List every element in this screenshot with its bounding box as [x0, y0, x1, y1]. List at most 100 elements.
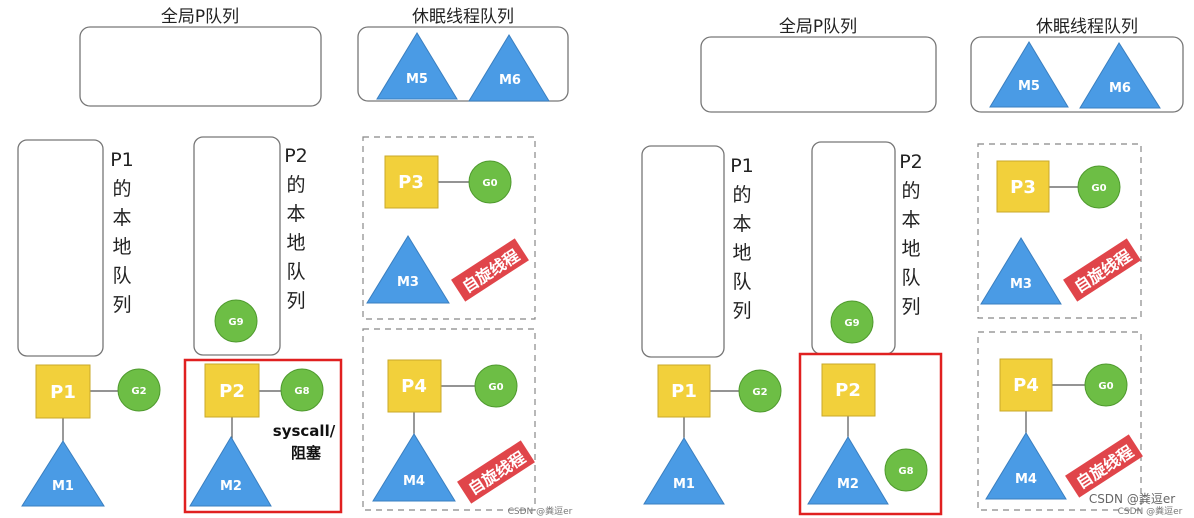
queue-label-char: 的 [901, 180, 920, 202]
queue-label-char: 列 [286, 290, 305, 312]
right-p1-g-label: G2 [752, 387, 767, 398]
right-m1-label: M1 [673, 477, 695, 492]
right-p2-queue-label: P2 的 本 地 队 列 [899, 151, 923, 318]
left-p3-group [362, 136, 536, 320]
right-m5-triangle [989, 41, 1069, 108]
left-global-queue-title: 全局P队列 [161, 7, 239, 27]
left-p2-box [204, 363, 260, 418]
right-p3-g-label: G0 [1091, 183, 1106, 194]
queue-label-char: P1 [730, 155, 754, 177]
right-watermark-large: CSDN @粪逗er [1089, 492, 1175, 506]
right-p3-spin-badge: 自旋线程 [1063, 238, 1141, 302]
right-m1-triangle [643, 437, 725, 505]
left-p2-queue-g-circle [214, 299, 258, 343]
left-p3-box [384, 155, 439, 209]
left-m5-triangle [376, 32, 458, 100]
right-p2-g-label: G8 [898, 466, 913, 477]
right-p4-label: P4 [1013, 375, 1039, 396]
right-p1-queue-label: P1 的 本 地 队 列 [730, 155, 754, 322]
queue-label-char: 本 [901, 209, 920, 231]
left-m5-label: M5 [406, 72, 428, 87]
queue-label-char: 地 [112, 236, 131, 258]
left-p2-highlight [183, 358, 343, 514]
right-m2-label: M2 [837, 477, 859, 492]
right-p4-spin-badge: 自旋线程 [1065, 434, 1143, 498]
queue-label-char: 队 [112, 265, 131, 287]
right-p3-box [996, 160, 1050, 213]
left-m3-label: M3 [397, 275, 419, 290]
right-p2-g-circle [884, 448, 928, 492]
left-p3-g-label: G0 [482, 178, 497, 189]
left-p4-spin-badge: 自旋线程 [457, 440, 535, 504]
left-p4-label: P4 [401, 376, 427, 397]
right-p2-queue-g-circle [830, 300, 874, 344]
right-m4-triangle [985, 432, 1067, 500]
right-p3-label: P3 [1010, 177, 1036, 198]
left-p3-g-circle [468, 160, 512, 204]
left-p2-g-label: G8 [294, 386, 309, 397]
right-panel: 全局P队列 休眠线程队列 M5 M6 P1 的 本 地 队 列 P1 G2 M1… [641, 17, 1184, 517]
queue-label-char: P1 [110, 149, 134, 171]
right-m4-label: M4 [1015, 472, 1037, 487]
left-global-queue [79, 26, 322, 107]
left-panel: 全局P队列 休眠线程队列 M5 M6 P1 的 本 地 队 列 P1 G2 M1 [17, 7, 573, 517]
right-watermark-small: CSDN @粪逗er [1118, 505, 1183, 517]
left-p1-queue-label: P1 的 本 地 队 列 [110, 149, 134, 316]
right-m6-label: M6 [1109, 81, 1131, 96]
left-p1-box [35, 364, 91, 419]
left-m1-label: M1 [52, 479, 74, 494]
left-p4-g-label: G0 [488, 382, 503, 393]
queue-label-char: 本 [732, 213, 751, 235]
queue-label-char: 列 [112, 294, 131, 316]
right-p4-g-circle [1084, 363, 1128, 407]
left-p2-note-line2: 阻塞 [291, 444, 322, 462]
right-m2-triangle [807, 436, 889, 505]
queue-label-char: 本 [286, 203, 305, 225]
queue-label-char: 列 [732, 300, 751, 322]
right-p4-group [977, 331, 1142, 511]
queue-label-char: 队 [286, 261, 305, 283]
left-m3-triangle [366, 235, 450, 304]
left-p2-queue-g-label: G9 [228, 317, 243, 328]
queue-label-char: 的 [112, 178, 131, 200]
right-p1-box [657, 364, 711, 418]
right-p2-label: P2 [835, 380, 861, 401]
right-p4-box [999, 358, 1053, 412]
queue-label-char: 地 [732, 242, 751, 264]
queue-label-char: P2 [899, 151, 923, 173]
right-global-queue [700, 36, 937, 113]
left-p2-label: P2 [219, 381, 245, 402]
left-p1-g-label: G2 [131, 386, 146, 397]
queue-label-char: 的 [732, 184, 751, 206]
left-m1-triangle [21, 440, 105, 507]
left-p1-label: P1 [50, 382, 76, 403]
queue-label-char: 列 [901, 296, 920, 318]
queue-label-char: P2 [284, 145, 308, 167]
left-p3-spin-badge: 自旋线程 [451, 238, 529, 302]
right-p2-box [821, 363, 876, 417]
left-p4-box [387, 359, 442, 413]
left-p2-local-queue [193, 136, 281, 356]
right-p2-highlight [798, 352, 943, 516]
left-p1-g-circle [117, 368, 161, 412]
right-p4-g-label: G0 [1098, 381, 1113, 392]
right-p1-local-queue [641, 145, 725, 358]
left-p3-label: P3 [398, 172, 424, 193]
left-sleep-queue-title: 休眠线程队列 [412, 7, 514, 27]
left-p2-queue-label: P2 的 本 地 队 列 [284, 145, 308, 312]
queue-label-char: 地 [286, 232, 305, 254]
right-m5-label: M5 [1018, 79, 1040, 94]
left-m6-label: M6 [499, 73, 521, 88]
right-global-queue-title: 全局P队列 [779, 17, 857, 37]
left-m2-label: M2 [220, 479, 242, 494]
right-p3-g-circle [1077, 165, 1121, 209]
left-watermark: CSDN @粪逗er [508, 505, 573, 517]
left-p1-local-queue [17, 139, 104, 357]
right-p3-group [977, 143, 1142, 319]
queue-label-char: 地 [901, 238, 920, 260]
left-m6-triangle [468, 34, 550, 102]
left-m4-label: M4 [403, 474, 425, 489]
right-m3-label: M3 [1010, 277, 1032, 292]
queue-label-char: 队 [732, 271, 751, 293]
